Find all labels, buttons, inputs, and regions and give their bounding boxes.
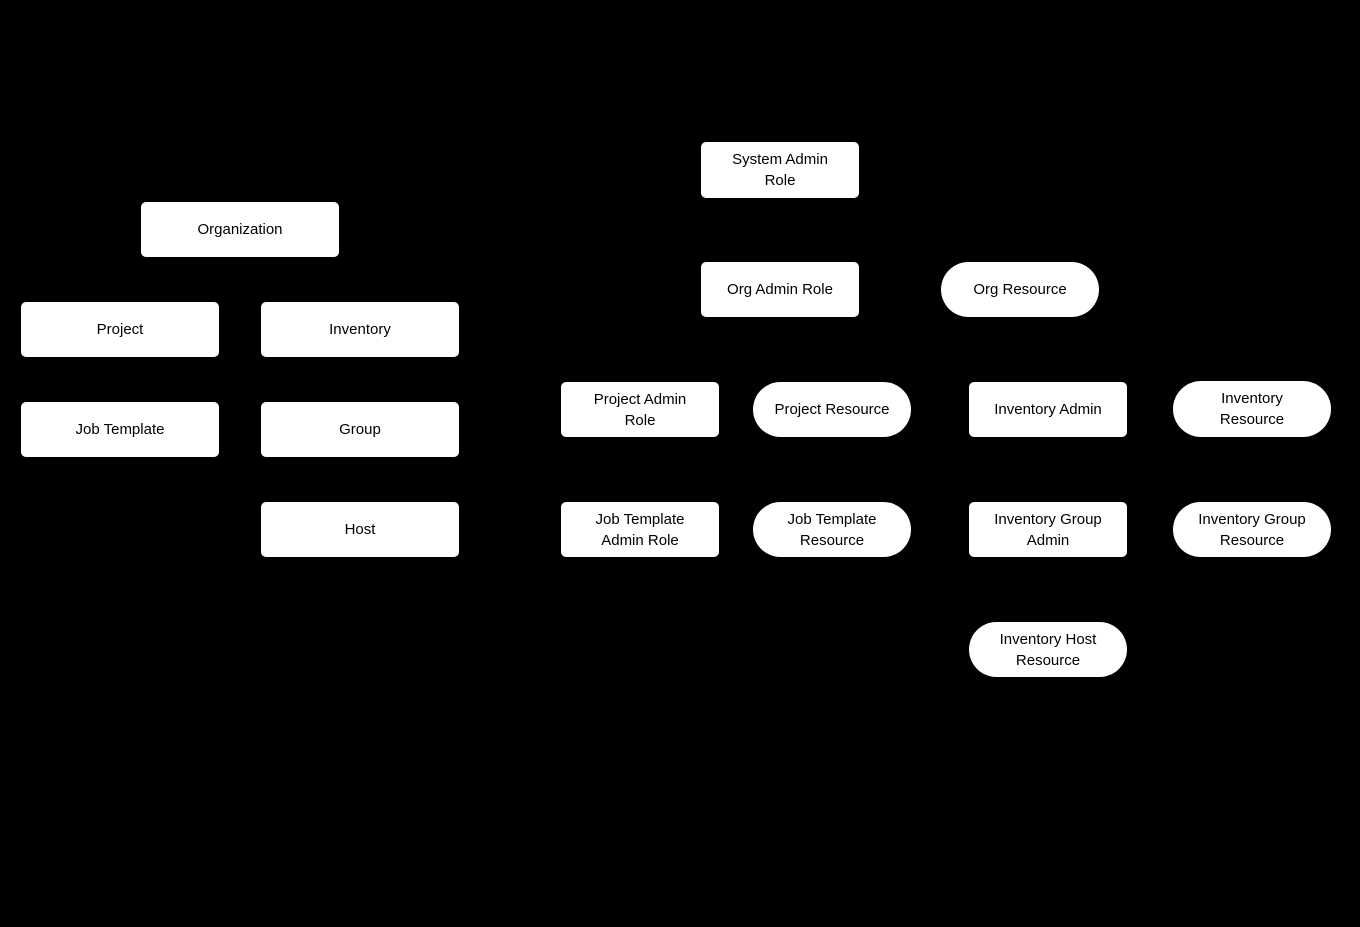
- node-inventory-admin: Inventory Admin: [969, 382, 1127, 437]
- node-organization: Organization: [141, 202, 339, 257]
- node-inventory-group-admin: Inventory Group Admin: [969, 502, 1127, 557]
- node-inventory-host-resource: Inventory Host Resource: [969, 622, 1127, 677]
- node-project: Project: [21, 302, 219, 357]
- node-org-admin-role: Org Admin Role: [701, 262, 859, 317]
- node-org-resource: Org Resource: [941, 262, 1099, 317]
- node-project-admin-role: Project Admin Role: [561, 382, 719, 437]
- node-system-admin-role: System Admin Role: [701, 142, 859, 198]
- node-host: Host: [261, 502, 459, 557]
- node-inventory: Inventory: [261, 302, 459, 357]
- node-job-template-resource: Job Template Resource: [753, 502, 911, 557]
- node-inventory-group-resource: Inventory Group Resource: [1173, 502, 1331, 557]
- node-job-template: Job Template: [21, 402, 219, 457]
- node-inventory-resource: Inventory Resource: [1173, 381, 1331, 437]
- node-project-resource: Project Resource: [753, 382, 911, 437]
- node-job-template-admin-role: Job Template Admin Role: [561, 502, 719, 557]
- node-group: Group: [261, 402, 459, 457]
